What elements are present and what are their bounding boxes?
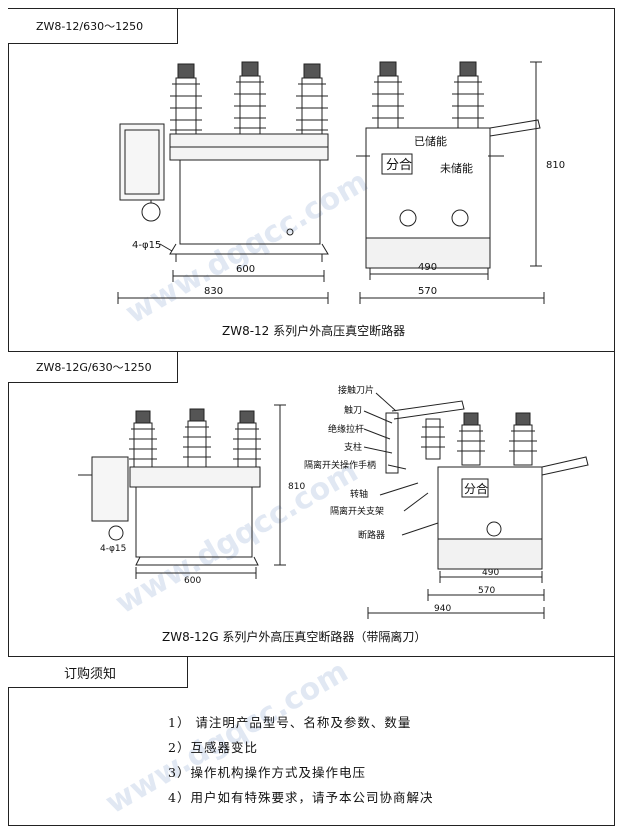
part-label: 支柱 <box>344 441 362 453</box>
part-label: 接触刀片 <box>338 384 374 396</box>
part-label: 隔离开关支架 <box>330 505 384 517</box>
side-height: 810 <box>546 160 565 171</box>
ordering-item: 3）操作机构操作方式及操作电压 <box>168 765 366 780</box>
part-label: 断路器 <box>358 529 385 541</box>
ordering-tab: 订购须知 <box>8 656 188 688</box>
part-label: 绝缘拉杆 <box>328 423 364 435</box>
page-frame <box>8 8 615 826</box>
insulator <box>234 61 266 135</box>
ordering-item: 2）互感器变比 <box>168 740 258 755</box>
front-view-breaker <box>119 61 329 262</box>
front-dim-inner: 600 <box>236 264 255 275</box>
insulator <box>296 63 328 135</box>
side-view-breaker-with-disconnector <box>385 400 589 570</box>
not-stored-label: 未储能 <box>440 161 473 175</box>
section2-drawing: 4-φ15 600 810 接触刀片 触刀 绝缘拉杆 支柱 隔离开关操作手柄 转… <box>78 384 589 619</box>
side-dim-mid: 570 <box>478 586 495 596</box>
front-height: 810 <box>288 482 305 492</box>
stored-label: 已储能 <box>414 134 447 148</box>
section2-tab: ZW8-12G/630～1250 <box>8 351 178 383</box>
front-hole-label: 4-φ15 <box>100 544 126 554</box>
side-dim-outer: 570 <box>418 286 437 297</box>
ordering-item: 1） 请注明产品型号、名称及参数、数量 <box>168 715 412 730</box>
side-view-breaker <box>356 61 541 269</box>
side-dim-inner: 490 <box>482 568 499 578</box>
part-label: 转轴 <box>350 488 368 500</box>
section-divider-2 <box>8 656 615 657</box>
open-close-plate: 分合 <box>464 481 488 496</box>
ordering-item: 4）用户如有特殊要求，请予本公司协商解决 <box>168 790 434 805</box>
front-hole-label: 4-φ15 <box>132 240 161 251</box>
section2-caption: ZW8-12G 系列户外高压真空断路器（带隔离刀） <box>162 630 427 644</box>
insulator <box>170 63 202 135</box>
section-divider-1 <box>8 351 615 352</box>
front-dim: 600 <box>184 576 201 586</box>
part-label: 隔离开关操作手柄 <box>304 459 376 471</box>
side-dim-inner: 490 <box>418 262 437 273</box>
side-dim-outer: 940 <box>434 604 451 614</box>
front-view-breaker <box>78 408 261 566</box>
section1-tab: ZW8-12/630～1250 <box>8 8 178 44</box>
section1-caption: ZW8-12 系列户外高压真空断路器 <box>222 324 406 338</box>
section1-drawing: 4-φ15 600 830 已储能 分合 未储能 490 570 810 <box>117 61 565 304</box>
front-dim-outer: 830 <box>204 286 223 297</box>
part-label: 触刀 <box>344 404 362 416</box>
open-close-plate: 分合 <box>386 158 412 173</box>
